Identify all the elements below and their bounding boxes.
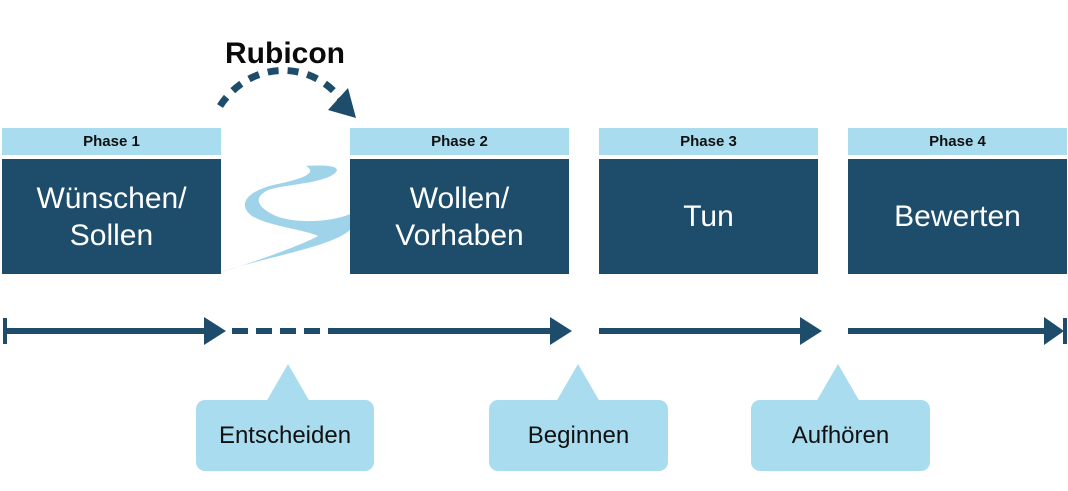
phase-4-header: Phase 4	[848, 128, 1067, 155]
timeline-arrowhead-3	[800, 317, 822, 345]
callout-aufhoeren-label: Aufhören	[751, 400, 930, 471]
callout-beginnen-label: Beginnen	[489, 400, 668, 471]
callout-pointer-aufhoeren	[816, 364, 860, 402]
phase-3-header: Phase 3	[599, 128, 818, 155]
phase-2-label: Wollen/ Vorhaben	[350, 159, 569, 274]
phase-2-header: Phase 2	[350, 128, 569, 155]
river-icon	[216, 165, 350, 274]
phase-4-block: Phase 4 Bewerten	[848, 128, 1067, 274]
callout-entscheiden: Entscheiden	[196, 400, 374, 471]
callout-pointer-entscheiden	[266, 364, 310, 402]
phase-1-label: Wünschen/ Sollen	[2, 159, 221, 274]
timeline-arrowhead-2	[550, 317, 572, 345]
phase-4-label: Bewerten	[848, 159, 1067, 274]
callout-beginnen: Beginnen	[489, 400, 668, 471]
phase-2-block: Phase 2 Wollen/ Vorhaben	[350, 128, 569, 274]
phase-1-block: Phase 1 Wünschen/ Sollen	[2, 128, 221, 274]
timeline-arrowhead-1	[204, 317, 226, 345]
timeline-arrowhead-4	[1044, 317, 1064, 345]
phase-1-header: Phase 1	[2, 128, 221, 155]
callout-entscheiden-label: Entscheiden	[196, 400, 374, 471]
phase-3-label: Tun	[599, 159, 818, 274]
phase-3-block: Phase 3 Tun	[599, 128, 818, 274]
rubicon-title: Rubicon	[225, 37, 345, 70]
rubicon-arrowhead	[328, 88, 356, 118]
rubicon-crossing-arrow	[217, 66, 343, 108]
callout-aufhoeren: Aufhören	[751, 400, 930, 471]
callout-pointer-beginnen	[556, 364, 600, 402]
